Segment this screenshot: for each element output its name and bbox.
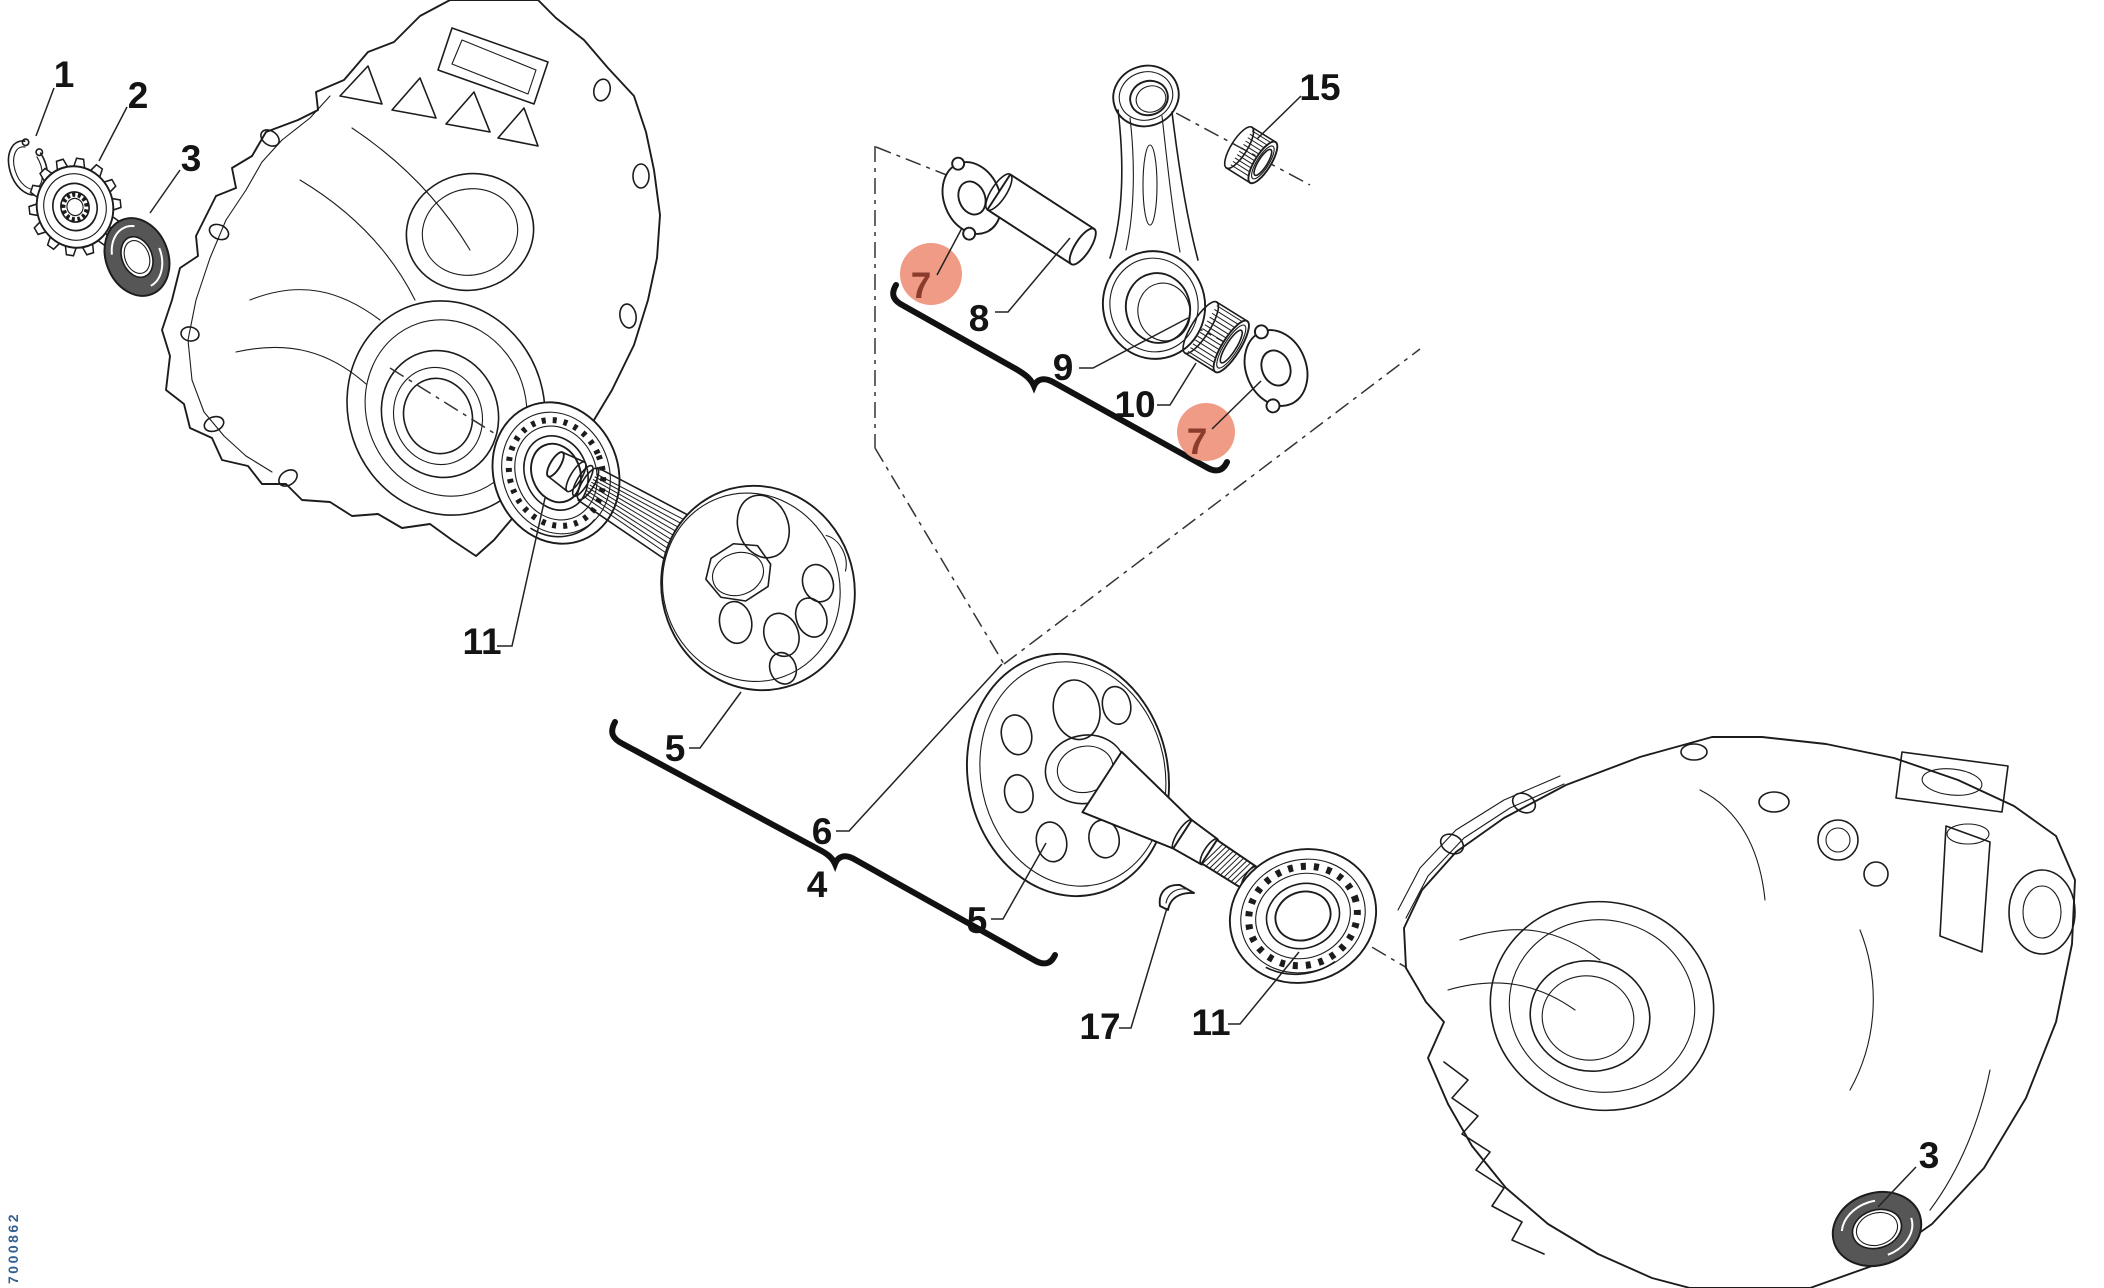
callout-11a[interactable]: 11 <box>462 621 501 662</box>
main-bearing-right <box>1228 848 1378 984</box>
callout-3b[interactable]: 3 <box>1919 1135 1940 1176</box>
callout-11b[interactable]: 11 <box>1191 1002 1230 1043</box>
group-brace-crankshaft-kit <box>609 719 1058 967</box>
callout-17[interactable]: 17 <box>1079 1006 1120 1047</box>
woodruff-key <box>1158 884 1195 911</box>
thrust-washer-right <box>1243 324 1309 414</box>
callout-3a[interactable]: 3 <box>181 138 202 179</box>
callout-7b[interactable]: 7 <box>1187 421 1208 462</box>
leader-lines <box>35 87 1917 1208</box>
callout-8[interactable]: 8 <box>969 298 990 339</box>
callout-5b[interactable]: 5 <box>967 900 988 941</box>
drawing-code-watermark: 7000862 <box>5 1212 21 1284</box>
callout-1[interactable]: 1 <box>54 54 75 95</box>
connecting-rod <box>1101 64 1207 360</box>
callout-7a[interactable]: 7 <box>911 265 932 306</box>
crank-shaft-threaded <box>1081 750 1259 890</box>
callout-15[interactable]: 15 <box>1299 67 1340 108</box>
right-crankcase-drawing <box>1397 736 2076 1288</box>
crank-web-right <box>965 652 1171 898</box>
group-brace-conrod-kit <box>890 282 1230 474</box>
callout-9[interactable]: 9 <box>1053 347 1074 388</box>
oil-seal-right <box>1831 1191 1923 1267</box>
primary-gear-part <box>28 157 122 257</box>
callout-10[interactable]: 10 <box>1114 384 1155 425</box>
callout-6[interactable]: 6 <box>812 811 833 852</box>
callout-5a[interactable]: 5 <box>665 728 686 769</box>
highlight-circle-7b[interactable] <box>1177 403 1235 461</box>
callout-4[interactable]: 4 <box>807 864 828 905</box>
oil-seal-left <box>103 217 171 297</box>
small-end-bearing <box>1223 125 1279 185</box>
callout-2[interactable]: 2 <box>128 75 149 116</box>
thrust-washer-left <box>941 156 1003 241</box>
crank-web-left <box>660 484 856 692</box>
big-end-bearing <box>1182 300 1250 374</box>
